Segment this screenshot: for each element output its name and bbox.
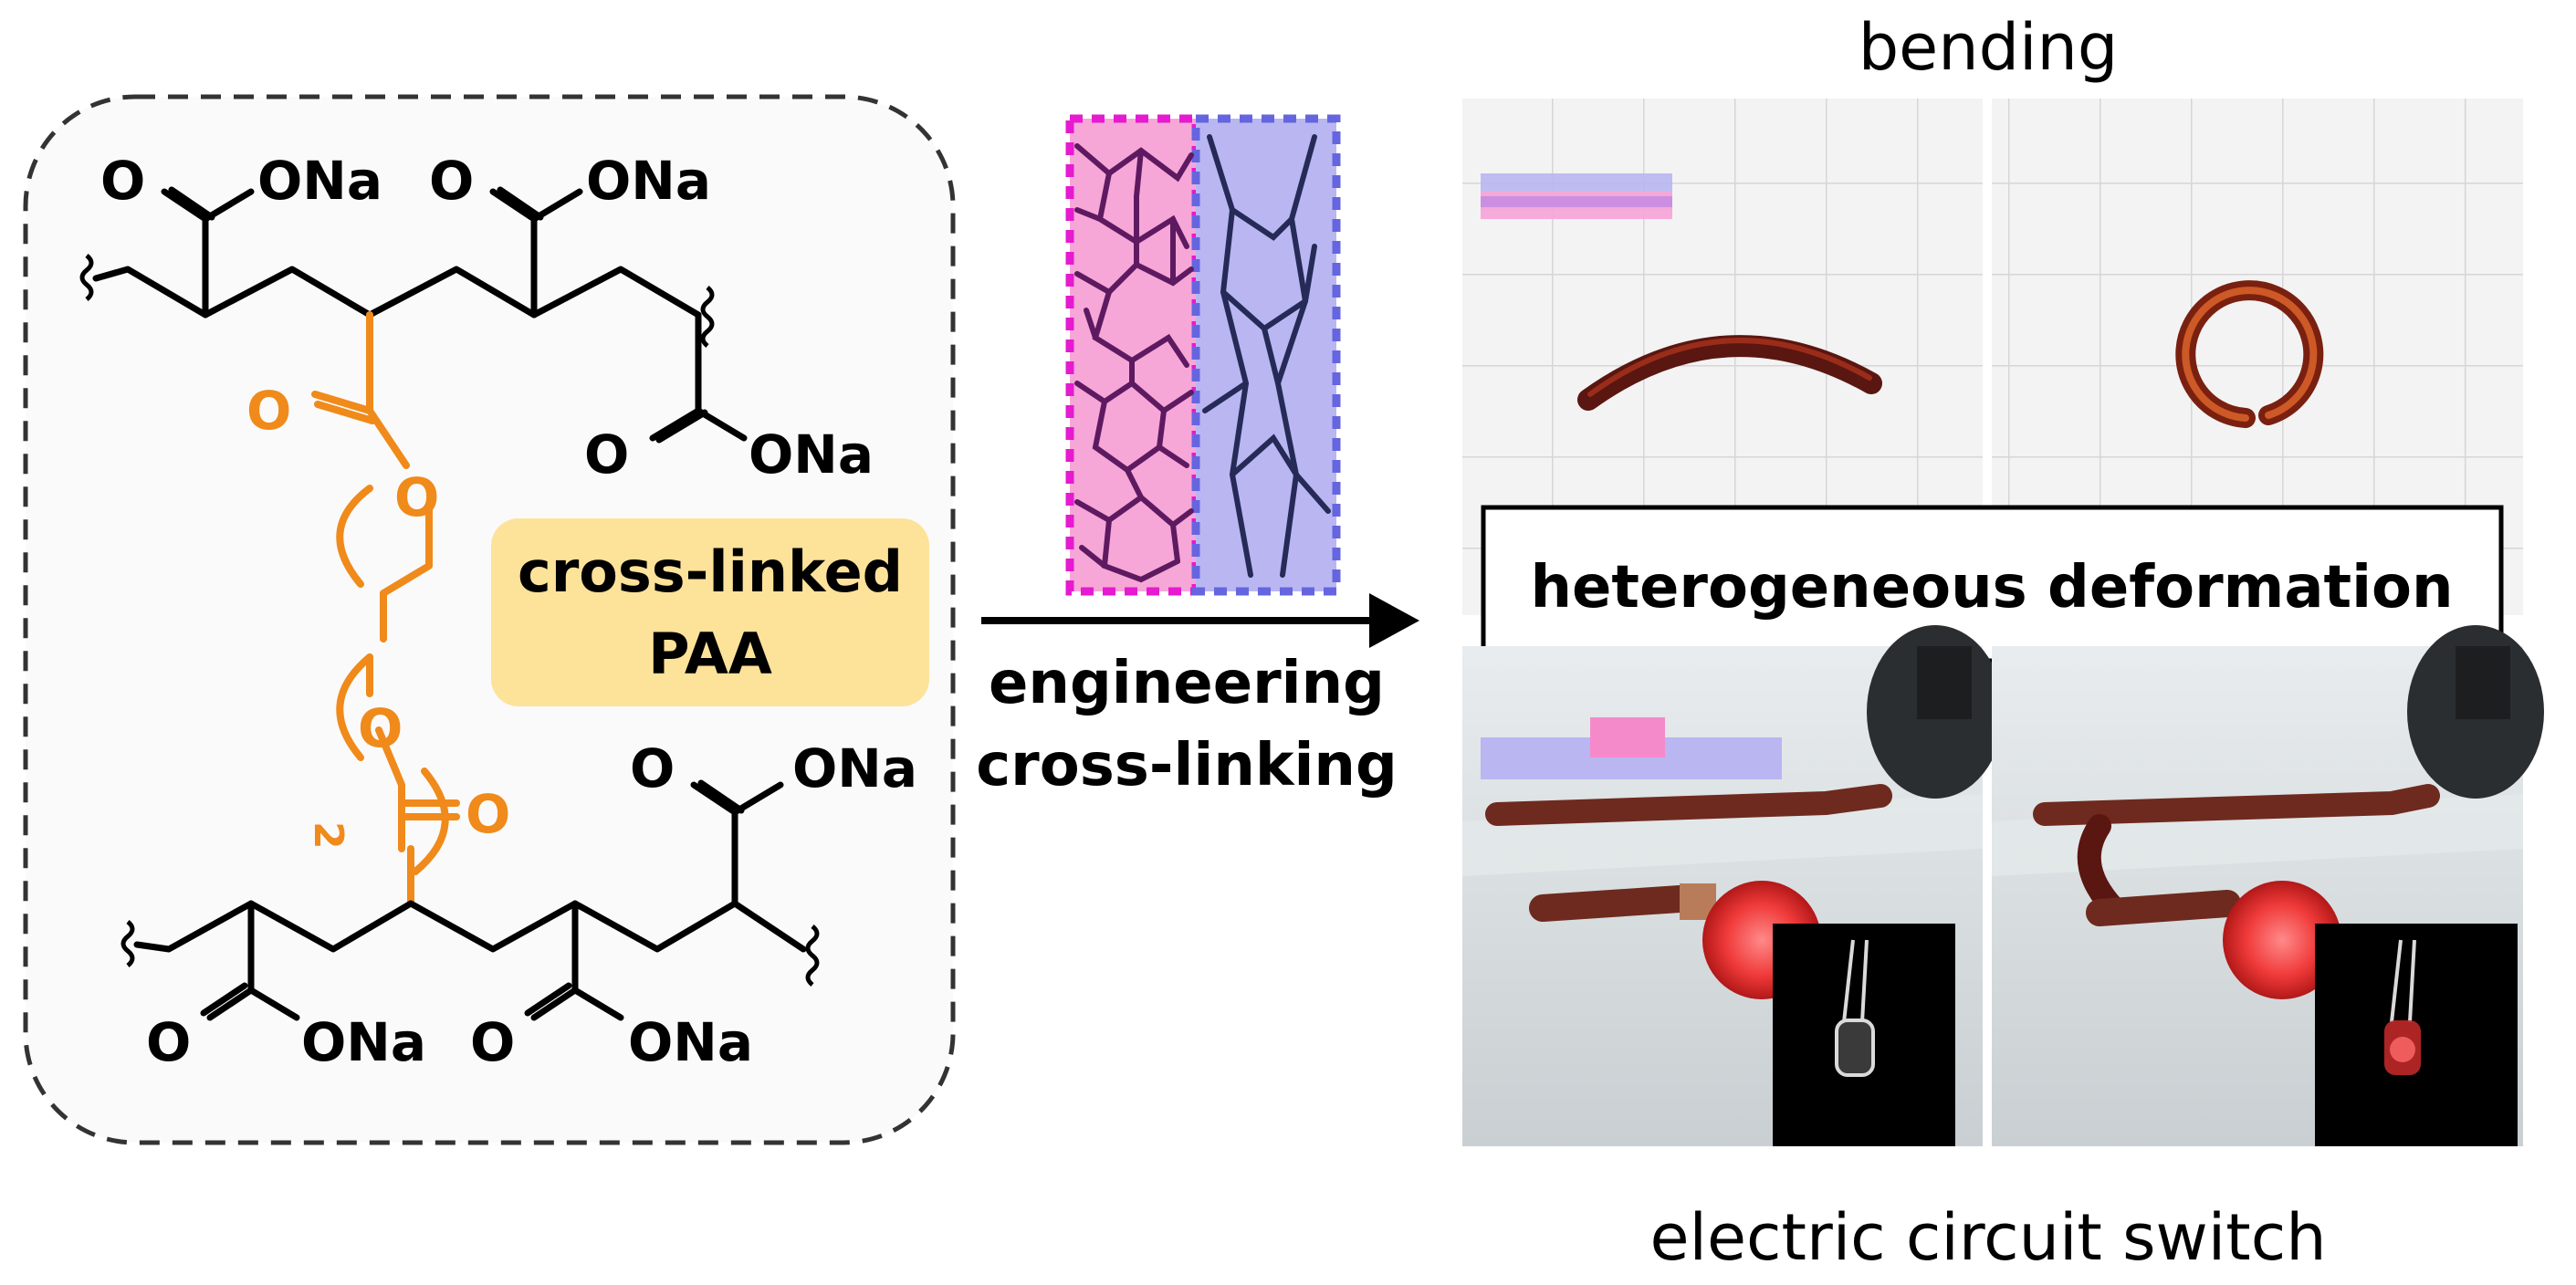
arrow-head (1369, 593, 1419, 648)
inset-led-leads (1835, 939, 1875, 1077)
crosslinker-oxygen: O (394, 466, 439, 528)
inset-led-leads (2390, 939, 2416, 1023)
circuit-photo-closed (1992, 625, 2544, 1146)
crosslinker (311, 311, 460, 907)
wavy-end-bottom-right (805, 925, 820, 987)
bilayer-pink-patch (1590, 717, 1665, 757)
lower-strip (1529, 885, 1693, 922)
upper-strip (1485, 784, 1892, 826)
upper-strip (2033, 784, 2440, 826)
bilayer-overlap (1481, 196, 1672, 207)
crosslinker-oxygen: O (246, 380, 291, 442)
lower-strip (2086, 890, 2241, 926)
paa-label-line1: cross-linked (518, 538, 903, 605)
dense-network-lines (1074, 143, 1194, 583)
oxygen-label: O (146, 1011, 191, 1073)
repeat-subscript: 2 (305, 821, 351, 850)
ona-label: ONa (749, 423, 874, 486)
arrow-label-line2: cross-linking (976, 732, 1398, 799)
bent-strip (1577, 335, 1882, 411)
ona-label: ONa (257, 150, 382, 212)
top-backbone (92, 186, 748, 444)
bottom-backbone (133, 779, 807, 1021)
ring-strip-highlight (2182, 287, 2318, 422)
paa-label-box (491, 518, 929, 706)
circuit-title: electric circuit switch (1649, 1200, 2326, 1275)
structure-panel-frame (23, 94, 956, 1145)
crosslinker-oxygen: O (358, 697, 403, 759)
circuit-photo-open (1462, 625, 2004, 1146)
loose-network-layer (1191, 114, 1341, 596)
oxygen-label: O (584, 423, 629, 486)
oxygen-label: O (429, 150, 474, 212)
arrow-label-line1: engineering (989, 650, 1385, 717)
probe-wire (2456, 646, 2510, 719)
ona-label: ONa (301, 1011, 426, 1073)
oxygen-label: O (630, 737, 675, 799)
crosslinker-oxygen: O (466, 783, 510, 845)
led-light (2390, 1037, 2415, 1062)
probe-wire (1917, 646, 1972, 719)
oxygen-label: O (100, 150, 145, 212)
network-schematic (1065, 114, 1341, 596)
bending-title: bending (1859, 10, 2119, 85)
loose-network-lines (1202, 134, 1331, 578)
deformation-label: heterogeneous deformation (1530, 554, 2453, 622)
wavy-end-bottom-left (120, 920, 135, 967)
structure-panel: O ONa O ONa O ONa O O O O 2 cross-link (23, 94, 956, 1145)
ona-label: ONa (586, 150, 711, 212)
oxygen-label: O (470, 1011, 515, 1073)
bent-strip-highlight (1587, 338, 1872, 397)
process-arrow: engineering cross-linking (976, 593, 1419, 799)
led-housing (2223, 881, 2341, 999)
ona-label: ONa (628, 1011, 753, 1073)
deformation-label-box (1481, 505, 2504, 663)
wavy-end-top-left (79, 254, 94, 301)
paa-label-line2: PAA (648, 621, 772, 687)
ona-label: ONa (792, 737, 917, 799)
wavy-end-top-right (700, 286, 715, 348)
